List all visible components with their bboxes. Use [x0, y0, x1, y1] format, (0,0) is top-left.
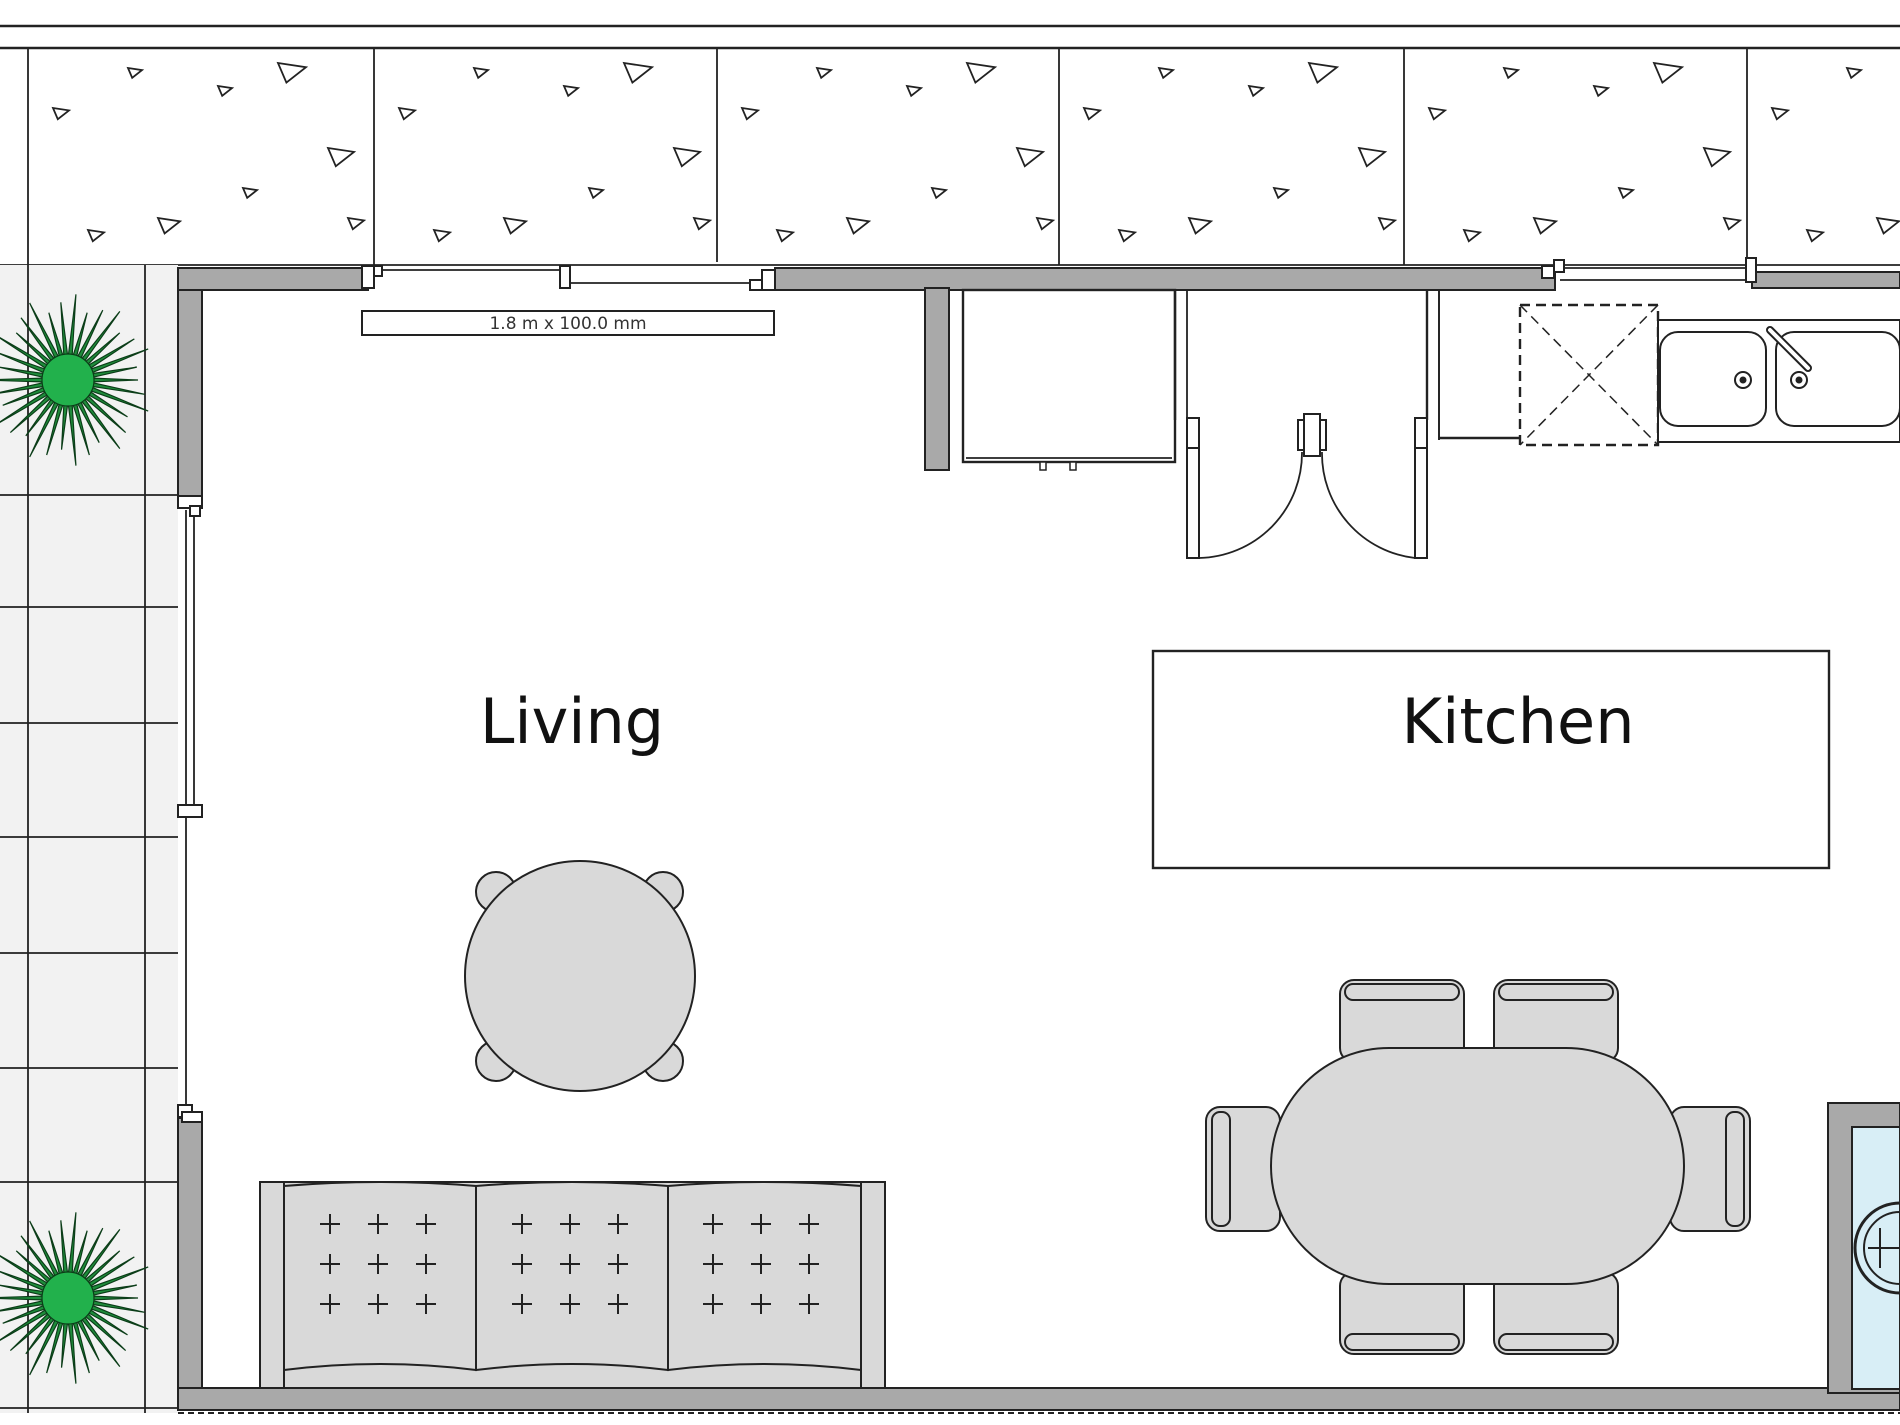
- window-dimension-tag: 1.8 m x 100.0 mm: [361, 310, 775, 336]
- spiky-plant-icon: [0, 294, 149, 466]
- window-left: [177, 495, 203, 1123]
- kitchen-room-label: Kitchen: [1401, 685, 1634, 758]
- gravel-strip: [0, 24, 1900, 266]
- window-top: [361, 265, 776, 291]
- round-table-with-chairs-icon: [464, 860, 696, 1092]
- bathtub: [1851, 1126, 1900, 1390]
- oval-dining-table-with-six-chairs-icon: [1205, 979, 1751, 1355]
- kitchen-label-box: Kitchen: [1151, 649, 1831, 870]
- double-sink-icon: [1657, 319, 1900, 443]
- gravel-pattern-icon: [51, 61, 1900, 243]
- patio-paving: [0, 265, 178, 1413]
- drain-icon: [1853, 1201, 1900, 1295]
- living-room-label: Living: [480, 685, 664, 758]
- window-dimension-label: 1.8 m x 100.0 mm: [489, 314, 646, 334]
- kitchen-counter: [1438, 290, 1900, 447]
- three-seat-sofa-icon: [259, 1181, 886, 1389]
- window-top-right: [1541, 257, 1757, 283]
- wardrobe: [961, 288, 1177, 471]
- double-door-icon: [1173, 290, 1440, 559]
- spiky-plant-icon: [0, 1212, 149, 1384]
